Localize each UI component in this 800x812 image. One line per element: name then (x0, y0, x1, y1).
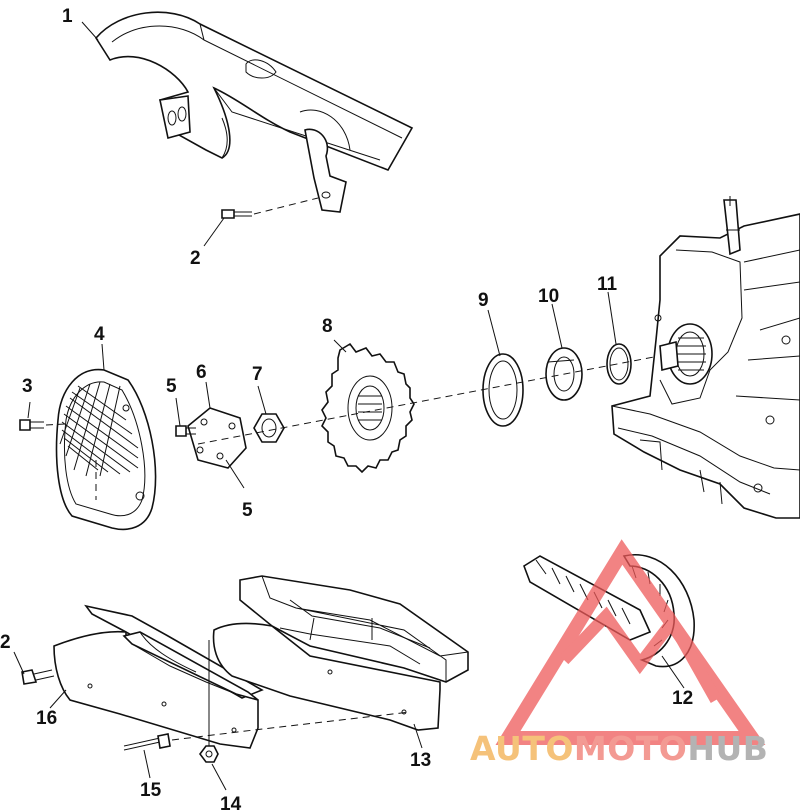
callout-2-bottom: 2 (0, 632, 11, 653)
callout-12: 12 (672, 688, 693, 709)
engine-crankcase (611, 196, 800, 519)
callout-5-bottom: 5 (242, 500, 253, 521)
front-sprocket (321, 342, 415, 474)
screw-top (221, 197, 319, 219)
guard-bolt (123, 733, 171, 751)
callout-13: 13 (410, 750, 431, 771)
callout-2-top: 2 (190, 248, 201, 269)
shaft-centerline (197, 351, 681, 445)
watermark-moto: MOTO (574, 729, 687, 768)
lock-plate (187, 407, 247, 469)
lower-guard-left (53, 604, 264, 749)
lower-guard-right (212, 575, 469, 731)
callout-6: 6 (196, 362, 207, 383)
callout-14: 14 (220, 794, 242, 812)
callout-labels: 1 2 2 3 4 5 5 6 7 8 9 10 11 12 13 14 15 … (0, 6, 693, 812)
callout-10: 10 (538, 286, 559, 307)
watermark-auto: AUTO (470, 729, 574, 768)
callout-4: 4 (94, 324, 105, 345)
callout-3: 3 (22, 376, 33, 397)
cover-screw (19, 419, 67, 431)
front-pulley-cover (55, 368, 157, 531)
bolt-centerline (171, 711, 411, 741)
callout-15: 15 (140, 780, 162, 801)
watermark-logo (495, 539, 766, 745)
callout-7: 7 (252, 364, 263, 385)
o-ring (606, 343, 632, 385)
plate-screw (175, 425, 196, 437)
pulley-nut (253, 413, 285, 443)
callout-11: 11 (597, 274, 618, 295)
callout-9: 9 (478, 290, 489, 311)
callout-1: 1 (62, 6, 73, 27)
bearing-seal (482, 353, 524, 427)
callout-5-top: 5 (166, 376, 177, 397)
upper-belt-guard (95, 11, 414, 213)
callout-16: 16 (36, 708, 57, 729)
guard-nut (199, 745, 219, 763)
callout-8: 8 (322, 316, 333, 337)
watermark-hub: HUB (687, 729, 768, 768)
watermark-text: AUTOMOTOHUB (470, 729, 768, 768)
guard-screw (21, 669, 55, 685)
leader-lines (13, 21, 685, 791)
